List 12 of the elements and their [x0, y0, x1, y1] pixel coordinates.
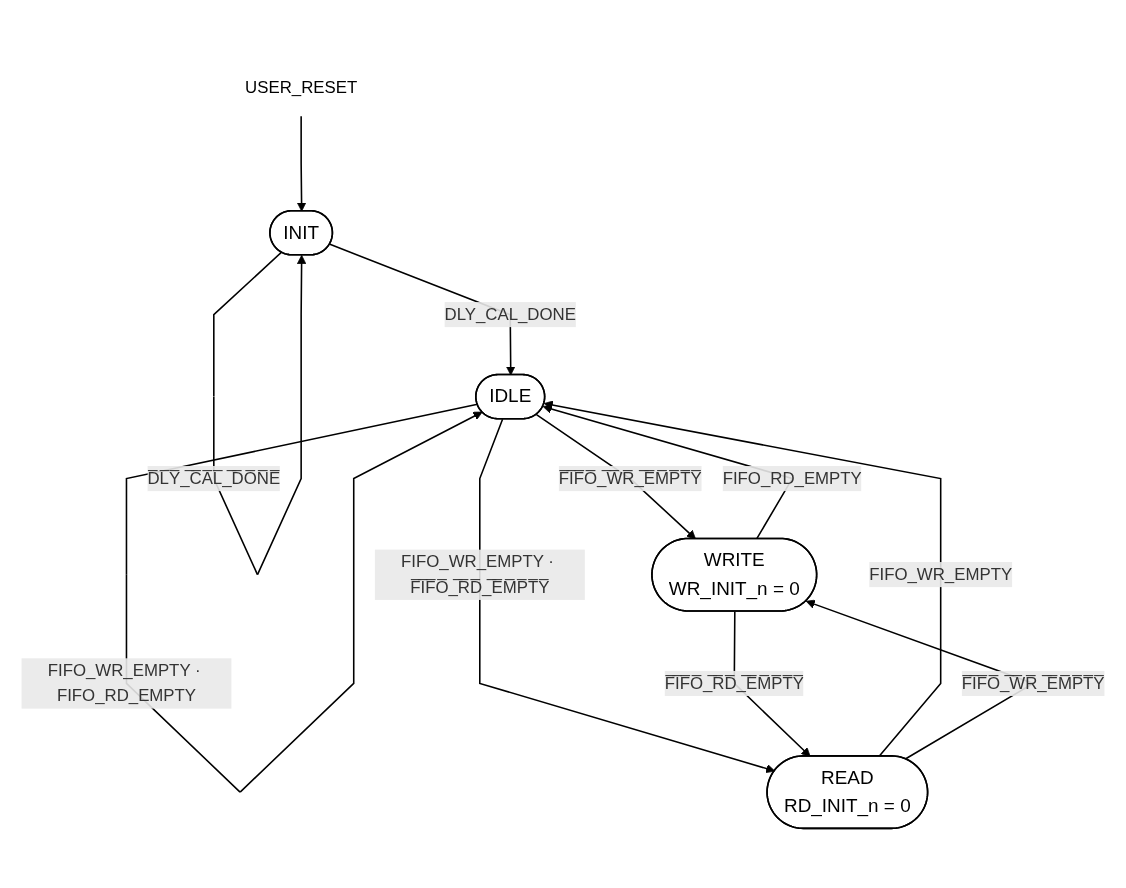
arrow: [296, 115, 307, 212]
edge-label: FIFO_WR_EMPTY: [869, 565, 1013, 584]
edge-label: DLY_CAL_DONE: [444, 305, 576, 324]
edge-label: F̅I̅F̅O̅_̅W̅R̅_̅E̅M̅P̅T̅Y̅: [961, 674, 1105, 692]
edge-label: F̅I̅F̅O̅_̅W̅R̅_̅E̅M̅P̅T̅Y̅: [558, 469, 702, 488]
edge-label: D̅L̅Y̅_̅C̅A̅L̅_̅D̅O̅N̅E̅: [147, 469, 281, 488]
edge-label: FIFO_RD_EMPTY: [722, 469, 862, 488]
edge-label: F̅I̅F̅O̅_̅R̅D̅_̅E̅M̅P̅T̅Y̅: [664, 674, 804, 692]
edge-label: FIFO_WR_EMPTY · F̅I̅F̅O̅_̅R̅D̅_̅E̅M̅P̅T̅Y̅: [401, 552, 554, 596]
edge-label: FIFO_WR_EMPTY · FIFO_RD_EMPTY: [47, 661, 201, 705]
node-text: USER_RESET: [245, 78, 358, 97]
arrow: [479, 418, 776, 774]
